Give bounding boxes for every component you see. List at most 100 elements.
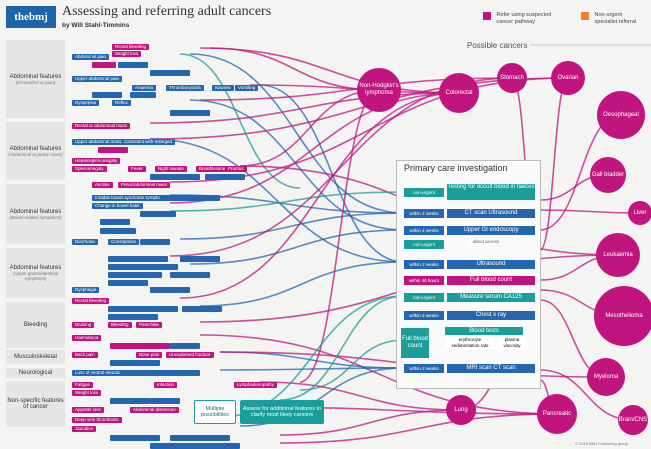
category-name: Abdominal features bbox=[9, 73, 62, 80]
category-name: Abdominal features bbox=[9, 208, 62, 215]
legend-suspected-label: Refer using suspected cancer pathway bbox=[496, 12, 552, 25]
symptom-pill-detail bbox=[110, 343, 170, 349]
symptom-pill: Infection bbox=[154, 382, 178, 388]
category-note: (Discomfort or pain) bbox=[15, 79, 56, 85]
flow-line bbox=[189, 53, 405, 214]
flow-line bbox=[279, 409, 462, 436]
legend-suspected: Refer using suspected cancer pathway bbox=[483, 12, 552, 25]
primary-care-title: Primary care investigation bbox=[404, 163, 508, 173]
flow-line bbox=[169, 92, 460, 204]
category-note: (Abdominal or pelvic mass) bbox=[8, 151, 63, 157]
category-box: Bleeding bbox=[6, 302, 65, 348]
flow-line bbox=[299, 339, 405, 391]
symptom-pill: Upper abdominal mass, consistent with en… bbox=[72, 139, 176, 145]
symptom-pill: Dyspepsia bbox=[72, 100, 100, 106]
plasma-viscosity-label: plasma viscosity bbox=[498, 337, 526, 349]
flow-line bbox=[149, 77, 569, 140]
flow-line bbox=[189, 229, 405, 265]
symptom-pill: Dysphagia bbox=[72, 287, 100, 293]
symptom-pill: Weight loss bbox=[72, 390, 102, 396]
urgency-label: within 2 weeks bbox=[404, 209, 444, 218]
category-name: Abdominal features bbox=[9, 265, 62, 271]
symptom-pill-detail bbox=[160, 195, 220, 201]
symptom-pill: Constipation bbox=[108, 239, 140, 245]
flow-line bbox=[179, 92, 460, 299]
legend-non-urgent-label: Non-urgent specialist referral bbox=[594, 12, 637, 25]
cancer-node: Pancreatic bbox=[537, 394, 577, 434]
symptom-pill-detail bbox=[108, 256, 168, 262]
symptom-pill: Bleeding bbox=[108, 322, 132, 328]
symptom-pill: Change in bowel habit bbox=[92, 203, 143, 209]
cancer-node: Liver bbox=[628, 201, 651, 225]
symptom-pill-detail bbox=[170, 272, 210, 278]
symptom-pill-detail bbox=[120, 370, 200, 376]
symptom-pill-detail bbox=[110, 398, 150, 404]
urgency-label: within 48 hours bbox=[404, 276, 444, 285]
flow-line bbox=[209, 47, 380, 91]
symptom-pill-detail bbox=[110, 360, 160, 366]
symptom-pill-detail bbox=[180, 256, 220, 262]
category-box: Neurological bbox=[6, 368, 65, 378]
symptom-pill-detail bbox=[140, 239, 170, 245]
flow-line bbox=[179, 53, 301, 189]
symptom-pill: Bruising bbox=[72, 322, 95, 328]
symptom-pill: Unexplained fracture bbox=[166, 352, 214, 358]
symptom-pill-detail bbox=[108, 306, 178, 312]
symptom-pill-detail bbox=[108, 264, 178, 270]
symptom-pill: Fatigue bbox=[72, 382, 94, 388]
symptom-pill: Jaundice bbox=[72, 426, 97, 432]
symptom-pill: Night sweats bbox=[155, 166, 187, 172]
category-box: Abdominal features(Bowel-related symptom… bbox=[6, 184, 65, 244]
symptom-pill-detail bbox=[205, 174, 245, 180]
symptom-pill-detail bbox=[150, 70, 190, 76]
cancer-node: Colorectal bbox=[439, 73, 479, 113]
legend-non-urgent: Non-urgent specialist referral bbox=[581, 12, 645, 25]
flow-line bbox=[179, 212, 405, 240]
category-note: (Upper gastrointestinal symptoms) bbox=[12, 271, 59, 281]
full-blood-count-box: Full blood count bbox=[401, 328, 429, 358]
symptom-pill: Thrombocytosis bbox=[166, 85, 204, 91]
symptom-pill: Upper abdominal pain bbox=[72, 76, 123, 82]
symptom-pill: Ascites bbox=[92, 182, 113, 188]
symptom-pill: Nausea bbox=[212, 85, 234, 91]
symptom-pill: Rectal bleeding bbox=[72, 298, 110, 304]
symptom-pill-detail bbox=[170, 343, 200, 349]
flow-line bbox=[149, 92, 460, 124]
cancer-node: Brain/CNS bbox=[618, 405, 648, 435]
symptom-pill: Diarrhoea bbox=[72, 239, 98, 245]
urgency-label: non-urgent bbox=[404, 293, 444, 302]
category-name: Neurological bbox=[18, 370, 53, 376]
esr-label: erythrocyte sedimentation rate bbox=[445, 337, 495, 349]
flow-line bbox=[169, 191, 405, 212]
category-name: Bleeding bbox=[23, 322, 48, 328]
symptom-pill: Anaemia bbox=[132, 85, 156, 91]
symptom-pill-detail bbox=[150, 174, 200, 180]
symptom-pill: Pelvic/abdominal mass bbox=[118, 182, 171, 188]
investigation-label: Chest x ray bbox=[447, 311, 535, 320]
flow-line bbox=[199, 261, 405, 307]
symptom-pill-detail bbox=[150, 443, 240, 449]
symptom-pill-detail bbox=[110, 435, 160, 441]
category-box: Non-specific features of cancer bbox=[6, 381, 65, 427]
category-box: Abdominal features(Abdominal or pelvic m… bbox=[6, 122, 65, 180]
symptom-pill-detail bbox=[108, 314, 158, 320]
copyright: © 2015 BMJ Publishing group bbox=[575, 441, 628, 446]
symptom-pill: Vomiting bbox=[235, 85, 259, 91]
symptom-pill: Loss of central neurological function bbox=[72, 370, 150, 376]
symptom-pill: Rectal or abdominal mass bbox=[72, 123, 131, 129]
category-name: Musculoskeletal bbox=[14, 354, 57, 360]
symptom-pill-detail bbox=[92, 62, 116, 68]
category-box: Abdominal features(Upper gastrointestina… bbox=[6, 248, 65, 298]
urgency-label: within 2 weeks bbox=[404, 260, 444, 269]
cancer-node: Stomach bbox=[497, 63, 527, 93]
flow-line bbox=[239, 89, 380, 167]
bmj-logo: thebmj bbox=[6, 6, 56, 28]
symptom-pill: Petechiae bbox=[136, 322, 163, 328]
cancer-node: Myeloma bbox=[587, 358, 625, 396]
flow-line bbox=[279, 413, 558, 444]
symptom-pill: Back pain bbox=[72, 352, 98, 358]
cancer-node: Gall bladder bbox=[590, 157, 626, 193]
symptom-pill-detail bbox=[150, 398, 180, 404]
author: by Will Stahl-Timmins bbox=[62, 22, 130, 29]
